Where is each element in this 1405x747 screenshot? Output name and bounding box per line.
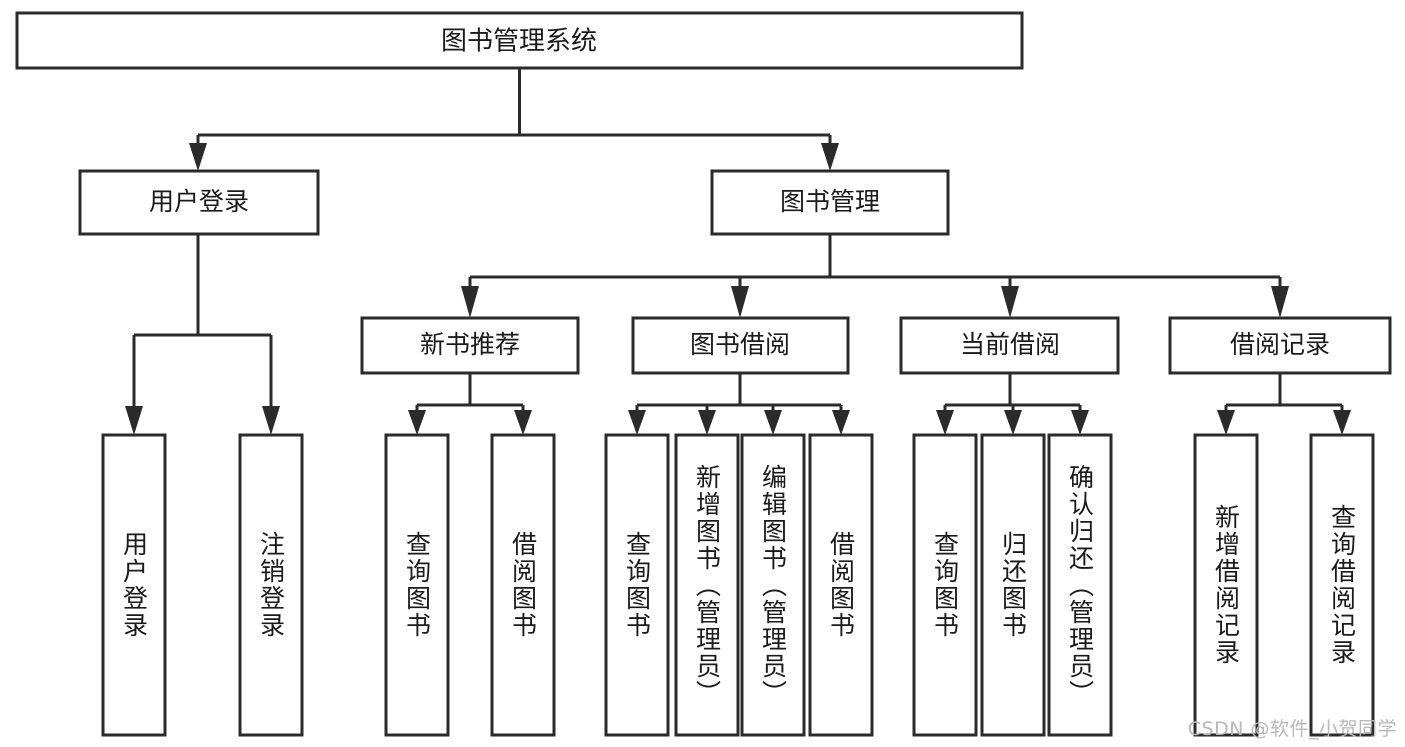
node-current-borrow-label: 当前借阅 (960, 330, 1060, 359)
leaf-box-nb-query-book[interactable] (384, 433, 450, 737)
arrow-head-cb-leaf2 (1004, 410, 1022, 435)
node-borrow-record-box[interactable] (1168, 316, 1392, 375)
arrow-head-nb-leaf2 (514, 410, 532, 435)
node-new-book-recommend[interactable]: 新书推荐 (360, 316, 580, 375)
leaf-box-bb-add-book[interactable] (674, 433, 740, 737)
leaf-box-cb-return-book[interactable] (980, 433, 1046, 737)
leaf-box-bb-edit-book[interactable] (740, 433, 806, 737)
node-borrow-record[interactable]: 借阅记录 (1168, 316, 1392, 375)
leaf-box-cb-query-book[interactable] (912, 433, 978, 737)
arrow-head-cb-leaf3 (1071, 410, 1089, 435)
node-new-book-recommend-label: 新书推荐 (420, 330, 520, 359)
arrow-head-br-leaf2 (1333, 410, 1351, 435)
node-new-book-recommend-box[interactable] (360, 316, 580, 375)
node-book-manage[interactable]: 图书管理 (710, 169, 950, 236)
node-root-system[interactable]: 图书管理系统 (15, 11, 1024, 70)
node-current-borrow-box[interactable] (899, 316, 1120, 375)
arrow-head-bb-leaf1 (628, 410, 646, 435)
node-root-system-label: 图书管理系统 (441, 27, 597, 57)
arrow-head-new-book (461, 286, 479, 318)
arrow-head-cb-leaf1 (936, 410, 954, 435)
node-user-login[interactable]: 用户登录 (78, 169, 320, 236)
arrow-head-bb-leaf2 (698, 410, 716, 435)
leaf-box-bb-borrow-book[interactable] (808, 433, 874, 737)
node-book-manage-box[interactable] (710, 169, 950, 236)
node-root-system-box[interactable] (15, 11, 1024, 70)
arrow-head-borrow-record (1271, 286, 1289, 318)
leaf-box-bb-query-book[interactable] (604, 433, 670, 737)
arrow-head-current-borrow (1001, 286, 1019, 318)
arrow-head-user-login (189, 143, 207, 171)
arrow-head-bb-leaf4 (832, 410, 850, 435)
node-user-login-box[interactable] (78, 169, 320, 236)
leaf-box-cb-confirm-return[interactable] (1047, 433, 1113, 737)
leaf-box-br-add-record[interactable] (1193, 433, 1259, 737)
leaf-box-logout[interactable] (238, 433, 304, 737)
node-borrow-record-label: 借阅记录 (1230, 330, 1330, 359)
arrow-head-leaf-user-login (125, 406, 143, 435)
leaf-box-nb-borrow-book[interactable] (490, 433, 556, 737)
leaf-box-br-query-record[interactable] (1309, 433, 1375, 737)
connector-layer (125, 68, 1351, 435)
arrow-head-br-leaf1 (1217, 410, 1235, 435)
node-book-manage-label: 图书管理 (780, 187, 880, 216)
node-book-borrow-box[interactable] (631, 316, 850, 375)
node-book-borrow-label: 图书借阅 (690, 330, 790, 359)
node-current-borrow[interactable]: 当前借阅 (899, 316, 1120, 375)
arrow-head-nb-leaf1 (408, 410, 426, 435)
node-book-borrow[interactable]: 图书借阅 (631, 316, 850, 375)
arrow-head-leaf-logout (262, 406, 280, 435)
arrow-head-bb-leaf3 (764, 410, 782, 435)
arrow-head-book-manage (821, 143, 839, 171)
leaf-box-user-login[interactable] (101, 433, 167, 737)
node-user-login-label: 用户登录 (149, 187, 249, 216)
watermark-text: CSDN @软件_小贺同学 (1187, 718, 1397, 740)
arrow-head-book-borrow (731, 286, 749, 318)
